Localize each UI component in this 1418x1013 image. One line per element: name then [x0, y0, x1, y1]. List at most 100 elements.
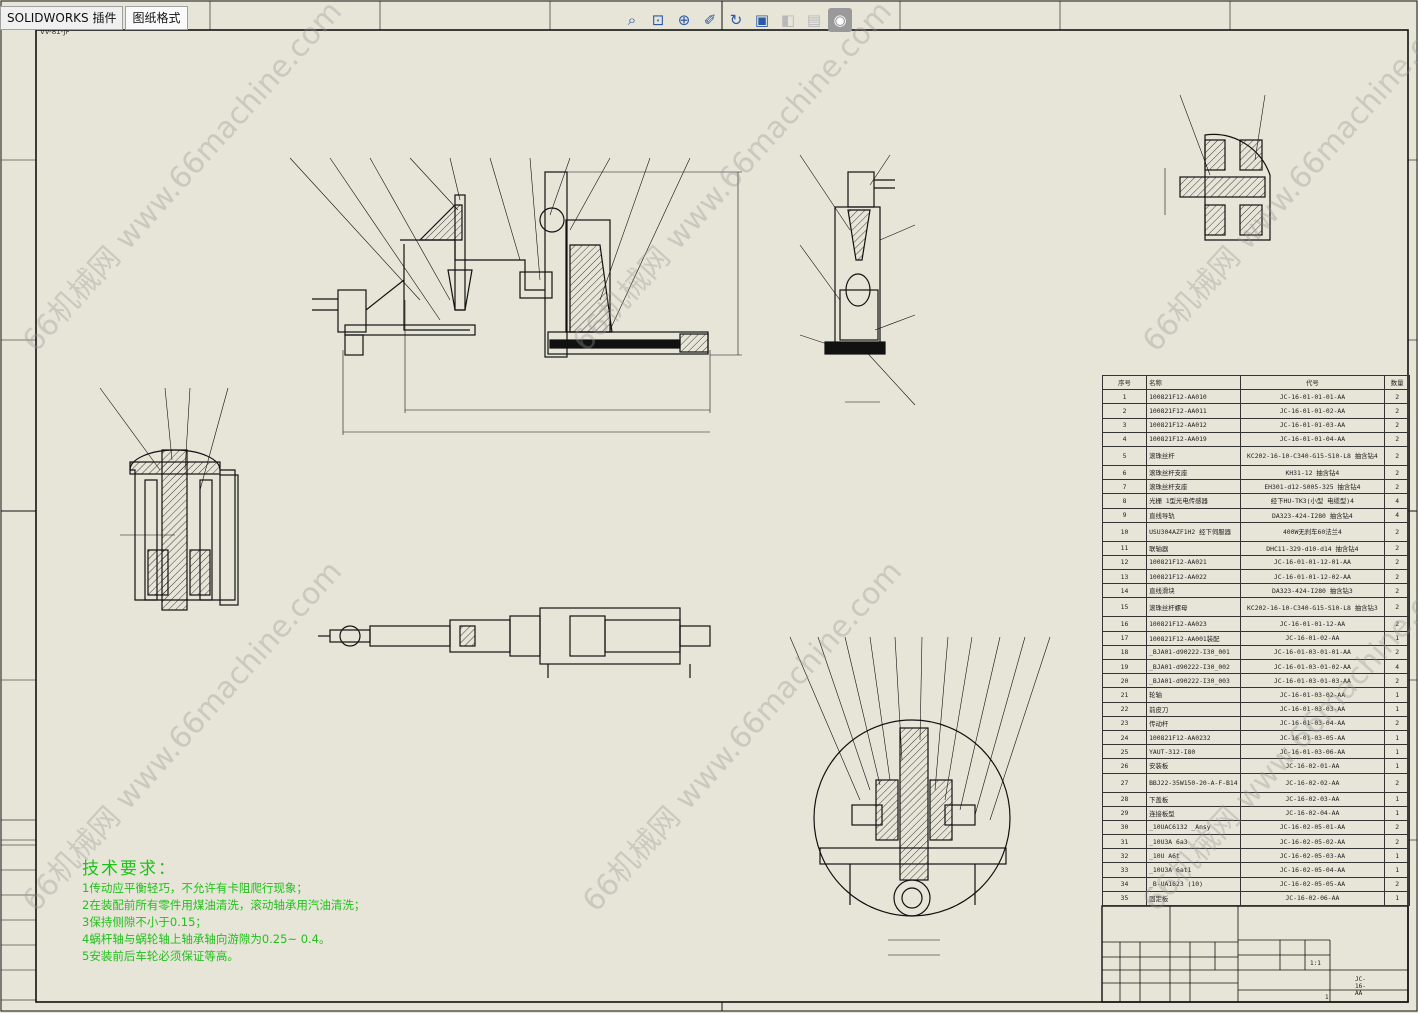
bom-cell: 13: [1101, 569, 1148, 585]
bom-cell: 100821F12-AA0232: [1146, 729, 1241, 746]
bom-cell: 30: [1101, 819, 1148, 836]
bom-header-cell: 代号: [1239, 374, 1386, 391]
bom-cell: 9: [1101, 507, 1148, 523]
bom-cell: 31: [1101, 834, 1148, 850]
bom-cell: _BJA01-d90222-I30_002: [1146, 658, 1241, 675]
bom-cell: 27: [1101, 772, 1148, 793]
bom-cell: 2: [1384, 554, 1410, 571]
bom-cell: 20: [1101, 673, 1148, 689]
bom-cell: JC-16-02-06-AA: [1239, 890, 1386, 907]
bom-cell: 11: [1101, 540, 1148, 556]
bom-cell: 100821F12-AA010: [1146, 389, 1241, 405]
bom-cell: 28: [1101, 791, 1148, 807]
bom-cell: 4: [1101, 431, 1148, 447]
bom-cell: 2: [1101, 403, 1148, 419]
bom-cell: 100821F12-AA021: [1146, 554, 1241, 571]
pan-icon[interactable]: ✐: [703, 11, 717, 29]
bom-cell: _BJA01-d90222-I30_001: [1146, 644, 1241, 661]
bom-header: 序号 名称 代号 数量: [1101, 374, 1410, 391]
bom-cell: 24: [1101, 729, 1148, 746]
bom-cell: JC-16-02-05-02-AA: [1239, 834, 1386, 850]
zoom-area-icon[interactable]: ⊡: [651, 11, 665, 29]
bom-cell: 14: [1101, 583, 1148, 599]
bom-cell: 2: [1384, 445, 1410, 466]
scene-icon[interactable]: ◉: [828, 8, 852, 32]
bom-cell: 滚珠丝杆: [1146, 445, 1241, 466]
bom-cell: 滚珠丝杆螺母: [1146, 597, 1241, 618]
tech-line: 3保持侧隙不小于0.15；: [82, 915, 207, 929]
tab-solidworks-addins[interactable]: SOLIDWORKS 插件: [0, 6, 124, 30]
bom-cell: 2: [1384, 819, 1410, 836]
bom-cell: JC-16-01-01-12-AA: [1239, 616, 1386, 632]
bom-header-cell: 序号: [1101, 374, 1148, 391]
heads-up-view-toolbar: ⌕ ⊡ ⊕ ✐ ↻ ▣ ◧ ▤ ◉: [620, 8, 852, 34]
drawing-number: JC-16-AA: [1355, 976, 1366, 997]
zoom-in-icon[interactable]: ⊕: [677, 11, 691, 29]
tech-line: 2在装配前所有零件用煤油清洗，滚动轴承用汽油清洗；: [82, 898, 366, 912]
bom-cell: JC-16-01-01-03-AA: [1239, 417, 1386, 433]
bom-cell: 1: [1384, 744, 1410, 760]
bom-cell: 安装板: [1146, 758, 1241, 774]
bom-cell: 8: [1101, 493, 1148, 509]
tech-line: 4蜗杆轴与蜗轮轴上轴承轴向游隙为0.25~ 0.4。: [82, 932, 331, 946]
bom-cell: JC-16-02-05-04-AA: [1239, 862, 1386, 878]
bom-cell: 2: [1384, 479, 1410, 495]
bom-cell: 2: [1384, 540, 1410, 556]
bom-cell: 2: [1384, 772, 1410, 793]
bom-cell: 2: [1384, 876, 1410, 892]
bom-cell: 10: [1101, 521, 1148, 542]
bom-cell: 2: [1384, 464, 1410, 481]
bom-cell: 29: [1101, 805, 1148, 821]
bom-cell: 2: [1384, 834, 1410, 850]
bom-cell: 22: [1101, 701, 1148, 717]
bom-cell: 2: [1384, 583, 1410, 599]
bom-cell: 12: [1101, 554, 1148, 571]
view-orientation-icon[interactable]: ▣: [754, 11, 770, 29]
rotate-icon[interactable]: ↻: [729, 11, 743, 29]
bom-cell: 25: [1101, 744, 1148, 760]
tech-line: 1传动应平衡轻巧，不允许有卡阻爬行现象；: [82, 881, 308, 895]
bom-cell: JC-16-02-05-01-AA: [1239, 819, 1386, 836]
bom-cell: JC-16-02-05-03-AA: [1239, 848, 1386, 864]
bom-cell: EH301-d12-S005-325 抽含钻4: [1239, 479, 1386, 495]
bom-cell: 2: [1384, 673, 1410, 689]
bom-cell: 21: [1101, 687, 1148, 703]
bom-cell: 4: [1384, 507, 1410, 523]
bom-cell: YAUT-312-I80: [1146, 744, 1241, 760]
hide-show-icon[interactable]: ▤: [806, 11, 822, 29]
display-style-icon[interactable]: ◧: [780, 11, 796, 29]
bom-cell: 1: [1384, 729, 1410, 746]
bom-cell: JC-16-01-01-01-AA: [1239, 389, 1386, 405]
bom-cell: 5: [1101, 445, 1148, 466]
bom-cell: JC-16-01-01-12-01-AA: [1239, 554, 1386, 571]
bom-cell: 100821F12-AA001装配: [1146, 630, 1241, 646]
zoom-fit-icon[interactable]: ⌕: [627, 11, 637, 29]
bom-cell: 前皮刀: [1146, 701, 1241, 717]
technical-requirements: 技术要求： 1传动应平衡轻巧，不允许有卡阻爬行现象； 2在装配前所有零件用煤油清…: [82, 858, 365, 965]
bom-cell: 26: [1101, 758, 1148, 774]
bom-cell: 17: [1101, 630, 1148, 646]
bom-cell: 滚珠丝杆支座: [1146, 479, 1241, 495]
bom-cell: 滚珠丝杆支座: [1146, 464, 1241, 481]
bom-cell: _BJA01-d90222-I30_003: [1146, 673, 1241, 689]
bom-cell: JC-16-02-01-AA: [1239, 758, 1386, 774]
tab-sheet-format[interactable]: 图纸格式: [125, 6, 188, 30]
bom-cell: 4: [1384, 493, 1410, 509]
